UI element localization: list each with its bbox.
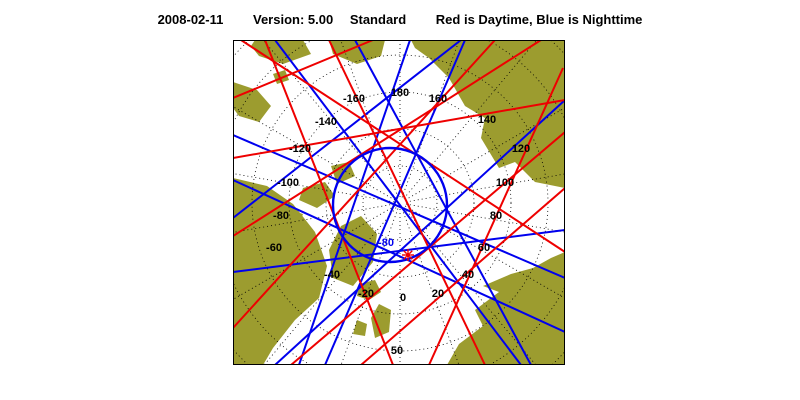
- longitude-label: -60: [266, 242, 282, 254]
- sun-ray: [409, 250, 413, 254]
- night-track: [354, 40, 532, 365]
- longitude-label: 120: [512, 143, 530, 155]
- longitude-label: -80: [273, 210, 289, 222]
- longitude-label: -40: [324, 269, 340, 281]
- latitude-circle: [288, 91, 512, 315]
- longitude-label: 40: [462, 269, 474, 281]
- polar-map: 180 160 140 120 100 80 60 40 20 0 -20 -40 -60 -80 -100…: [233, 40, 565, 365]
- sun-ray: [403, 256, 407, 260]
- latitude-label: 50: [391, 345, 403, 357]
- night-track: [233, 134, 565, 279]
- longitude-label: 100: [496, 177, 514, 189]
- night-track: [274, 99, 565, 365]
- longitude-label: -120: [289, 143, 311, 155]
- longitude-label: -100: [277, 177, 299, 189]
- day-track: [233, 40, 374, 99]
- day-track: [233, 99, 565, 159]
- title-legend: Red is Daytime, Blue is Nighttime: [435, 12, 643, 27]
- title-version: Version: 5.00: [252, 12, 334, 27]
- day-track: [233, 40, 542, 237]
- longitude-label: 180: [391, 87, 409, 99]
- plot-title: 2008-02-11 Version: 5.00 Standard Red is…: [0, 12, 800, 27]
- day-track: [264, 40, 394, 365]
- longitude-label: -20: [358, 288, 374, 300]
- latitude-circle: [362, 165, 438, 241]
- land-polygon: [233, 178, 327, 365]
- longitude-label: 60: [478, 242, 490, 254]
- sun-marker: [405, 252, 411, 258]
- land-polygon: [251, 40, 311, 64]
- land-polygon: [371, 304, 391, 338]
- longitude-label: 160: [429, 93, 447, 105]
- sun-ray: [403, 250, 407, 254]
- day-track: [428, 67, 564, 365]
- sun-ray: [409, 256, 413, 260]
- day-track: [240, 40, 565, 253]
- map-border: [233, 40, 565, 365]
- longitude-label: 80: [490, 210, 502, 222]
- land-polygon: [329, 40, 385, 64]
- longitude-label: 20: [432, 288, 444, 300]
- night-track: [233, 179, 565, 333]
- night-track: [233, 40, 462, 219]
- title-mode: Standard: [349, 12, 407, 27]
- land-polygon: [233, 82, 271, 122]
- longitude-label: 140: [478, 114, 496, 126]
- night-track: [298, 40, 411, 365]
- land-polygon: [447, 252, 565, 365]
- terminator-circle: [331, 146, 449, 264]
- map-container: 180 160 140 120 100 80 60 40 20 0 -20 -40 -60 -80 -100…: [233, 40, 565, 365]
- night-track: [324, 40, 466, 365]
- longitude-label: 0: [400, 292, 406, 304]
- day-track: [328, 40, 486, 365]
- longitude-label: -140: [315, 116, 337, 128]
- night-track: [274, 40, 522, 365]
- day-track: [233, 40, 496, 329]
- title-date: 2008-02-11: [157, 12, 224, 27]
- track-label: -80: [378, 237, 394, 249]
- longitude-label: -160: [343, 93, 365, 105]
- day-track: [360, 187, 565, 365]
- land-polygon: [353, 320, 367, 336]
